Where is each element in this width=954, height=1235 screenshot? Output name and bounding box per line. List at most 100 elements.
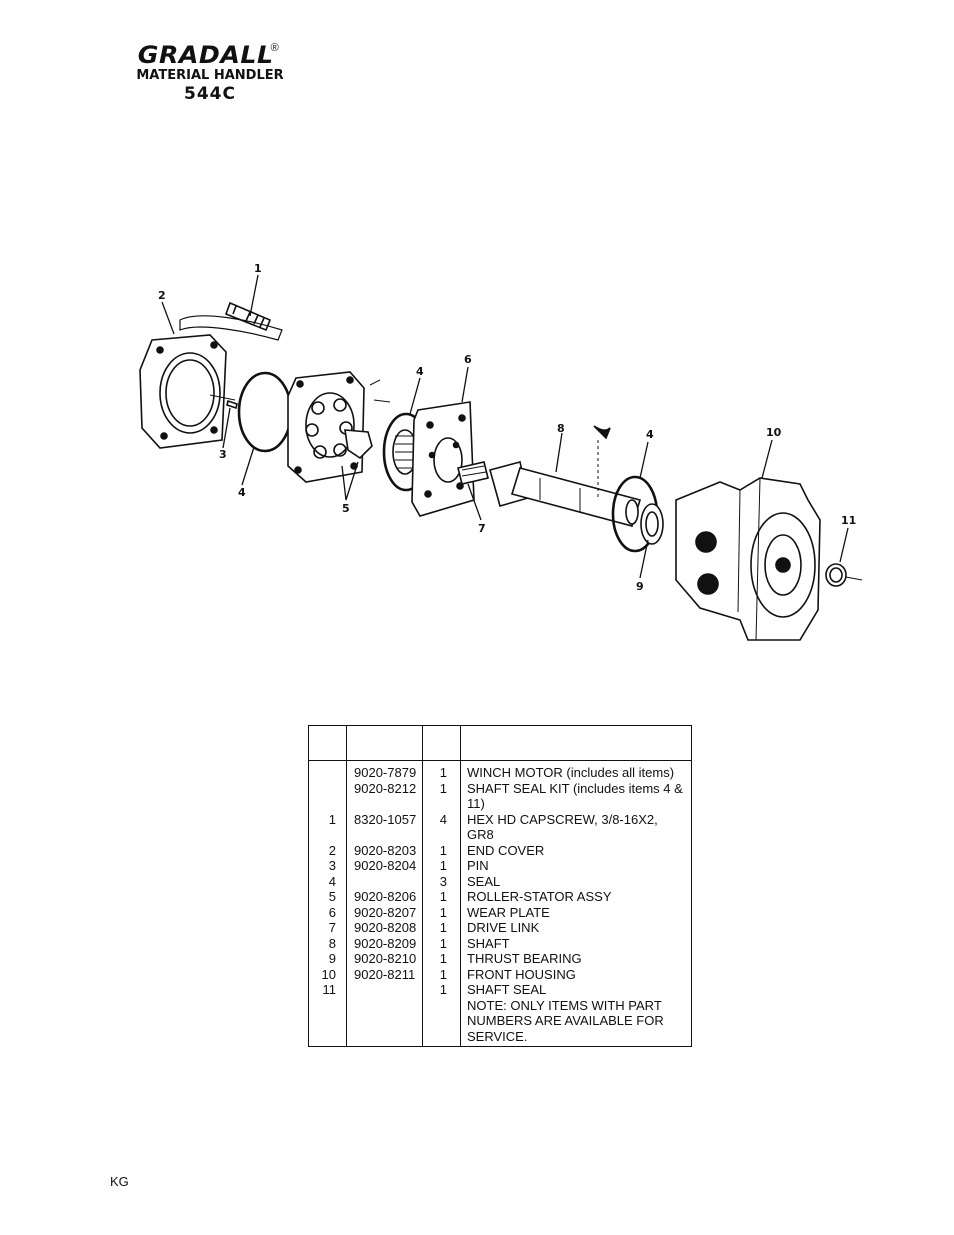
item-number: 3 (308, 858, 347, 874)
quantity: 1 (422, 842, 461, 858)
front-housing-part (675, 477, 821, 641)
description: SHAFT SEAL KIT (includes items 4 & 11) (460, 780, 692, 812)
part-number (346, 997, 423, 1047)
header-part-number (346, 725, 423, 761)
callout-4b: 4 (416, 365, 424, 378)
item-number: 2 (308, 842, 347, 858)
quantity: 1 (422, 904, 461, 920)
item-number: 9 (308, 951, 347, 967)
item-number: 5 (308, 889, 347, 905)
part-number: 9020-8203 (346, 842, 423, 858)
description: ROLLER-STATOR ASSY (460, 889, 692, 905)
callout-10: 10 (766, 426, 782, 439)
part-number: 9020-8204 (346, 858, 423, 874)
quantity: 1 (422, 858, 461, 874)
description: FRONT HOUSING (460, 966, 692, 982)
model-number: 544C (184, 84, 236, 104)
quantity: 1 (422, 920, 461, 936)
seal-ring-part (237, 371, 293, 453)
callout-6: 6 (464, 353, 472, 366)
part-number: 9020-8212 (346, 780, 423, 812)
shaft-seal-part (825, 563, 863, 587)
item-number: 6 (308, 904, 347, 920)
item-number: 11 (308, 982, 347, 998)
exploded-view-drawing: 1 2 3 4 4 5 6 7 8 4 9 10 11 (139, 262, 863, 641)
description: NOTE: ONLY ITEMS WITH PART NUMBERS ARE A… (460, 997, 692, 1047)
wear-plate-part (411, 401, 475, 517)
item-number (308, 780, 347, 812)
drive-link-part (457, 461, 489, 485)
header-item (308, 725, 347, 761)
header-qty (422, 725, 461, 761)
description: HEX HD CAPSCREW, 3/8-16X2, GR8 (460, 811, 692, 843)
part-number: 9020-8208 (346, 920, 423, 936)
description: THRUST BEARING (460, 951, 692, 967)
callout-4a: 4 (238, 486, 246, 499)
callout-1: 1 (254, 262, 262, 275)
table-row: NOTE: ONLY ITEMS WITH PART NUMBERS ARE A… (308, 997, 692, 1047)
quantity: 1 (422, 760, 461, 781)
footer-code: KG (110, 1174, 129, 1189)
callout-11: 11 (841, 514, 856, 527)
subtitle: MATERIAL HANDLER (136, 68, 284, 83)
capscrew-part (179, 301, 283, 341)
description: WEAR PLATE (460, 904, 692, 920)
item-number: 10 (308, 966, 347, 982)
item-number: 7 (308, 920, 347, 936)
description: SHAFT (460, 935, 692, 951)
callout-2: 2 (158, 289, 166, 302)
callout-4c: 4 (646, 428, 654, 441)
callout-9: 9 (636, 580, 644, 593)
quantity: 4 (422, 811, 461, 843)
part-number (346, 873, 423, 889)
part-number: 9020-8207 (346, 904, 423, 920)
roller-stator-part (287, 371, 391, 483)
callout-7: 7 (478, 522, 486, 535)
quantity: 1 (422, 780, 461, 812)
quantity: 1 (422, 935, 461, 951)
pin-part (226, 399, 238, 410)
thrust-bearing-part (640, 503, 664, 545)
callout-3: 3 (219, 448, 227, 461)
quantity (422, 997, 461, 1047)
shaft-part (489, 425, 642, 527)
description: PIN (460, 858, 692, 874)
end-cover-part (139, 334, 236, 449)
part-number: 9020-8206 (346, 889, 423, 905)
item-number: 1 (308, 811, 347, 843)
part-number: 9020-8210 (346, 951, 423, 967)
quantity: 3 (422, 873, 461, 889)
description: END COVER (460, 842, 692, 858)
description: DRIVE LINK (460, 920, 692, 936)
gradall-logo: GRADALL® MATERIAL HANDLER 544C (110, 42, 310, 104)
item-number: 4 (308, 873, 347, 889)
part-number: 9020-8211 (346, 966, 423, 982)
description: SHAFT SEAL (460, 982, 692, 998)
quantity: 1 (422, 889, 461, 905)
part-number: 8320-1057 (346, 811, 423, 843)
quantity: 1 (422, 951, 461, 967)
item-number (308, 997, 347, 1047)
quantity: 1 (422, 982, 461, 998)
description: WINCH MOTOR (includes all items) (460, 760, 692, 781)
part-number: 9020-7879 (346, 760, 423, 781)
callout-5: 5 (342, 502, 350, 515)
callout-leaders (161, 274, 849, 579)
part-number: 9020-8209 (346, 935, 423, 951)
part-number (346, 982, 423, 998)
item-number: 8 (308, 935, 347, 951)
